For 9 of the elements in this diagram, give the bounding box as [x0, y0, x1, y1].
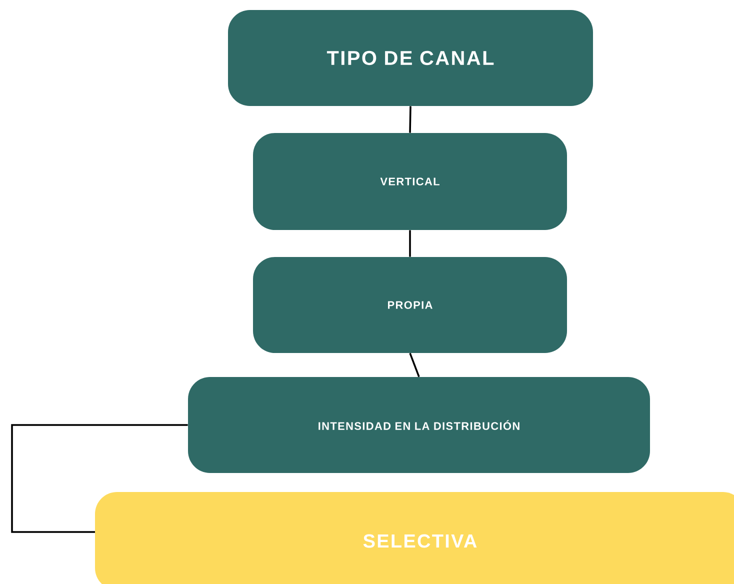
process-box: VERTICAL — [253, 133, 567, 230]
connector-line — [409, 230, 411, 257]
process-box: PROPIA — [253, 257, 567, 353]
connector-line — [409, 352, 420, 378]
process-box: TIPO DE CANAL — [228, 10, 593, 106]
highlight-box: SELECTIVA — [95, 492, 734, 584]
connector-line — [11, 424, 188, 533]
connector-line — [409, 106, 412, 133]
process-box: INTENSIDAD EN LA DISTRIBUCIÓN — [188, 377, 650, 473]
